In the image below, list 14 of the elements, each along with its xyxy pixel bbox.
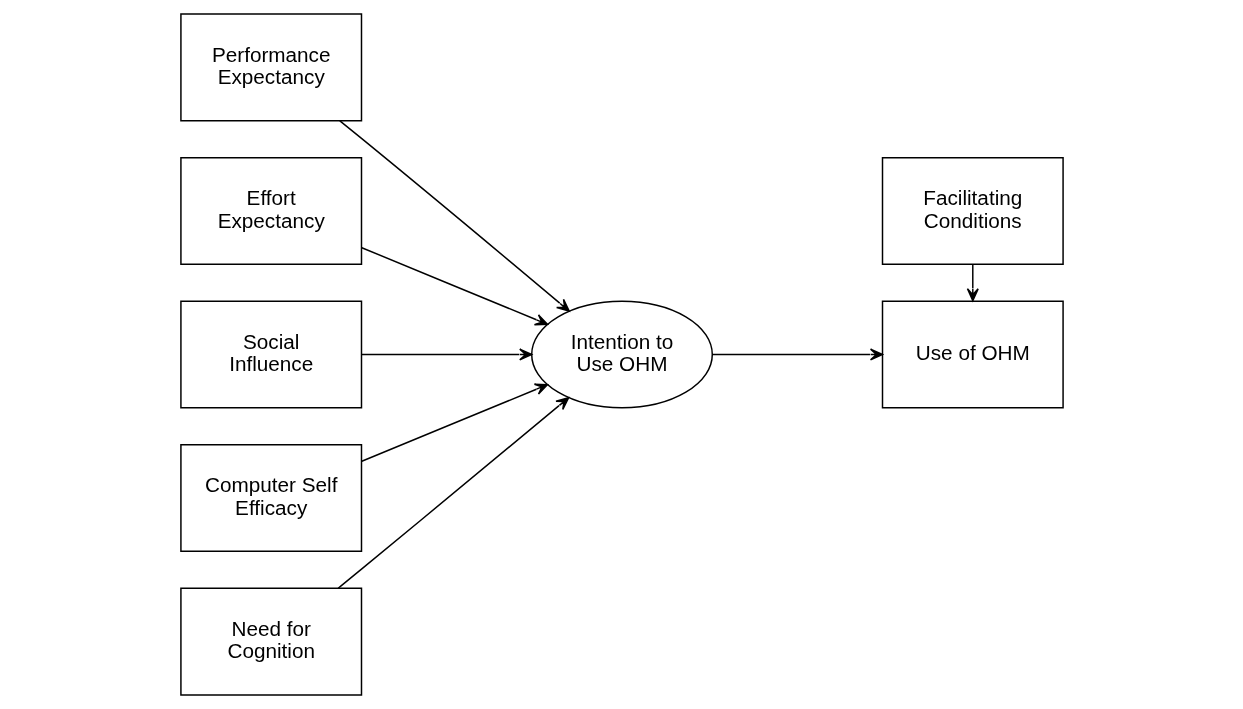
arrow [360,246,548,326]
arrow [338,120,570,312]
arrow [966,264,979,302]
node-box: Use of OHM [881,300,1064,409]
arrow [360,348,532,361]
node-box: Need for Cognition [179,587,362,696]
node-box: Computer Self Efficacy [179,444,362,553]
arrow [360,383,548,463]
node-box: Social Influence [179,300,362,409]
node-box: Facilitating Conditions [881,156,1064,265]
node-box: Effort Expectancy [179,156,362,265]
arrow [336,397,569,589]
arrow [711,348,883,361]
node-box: Performance Expectancy [179,13,362,122]
